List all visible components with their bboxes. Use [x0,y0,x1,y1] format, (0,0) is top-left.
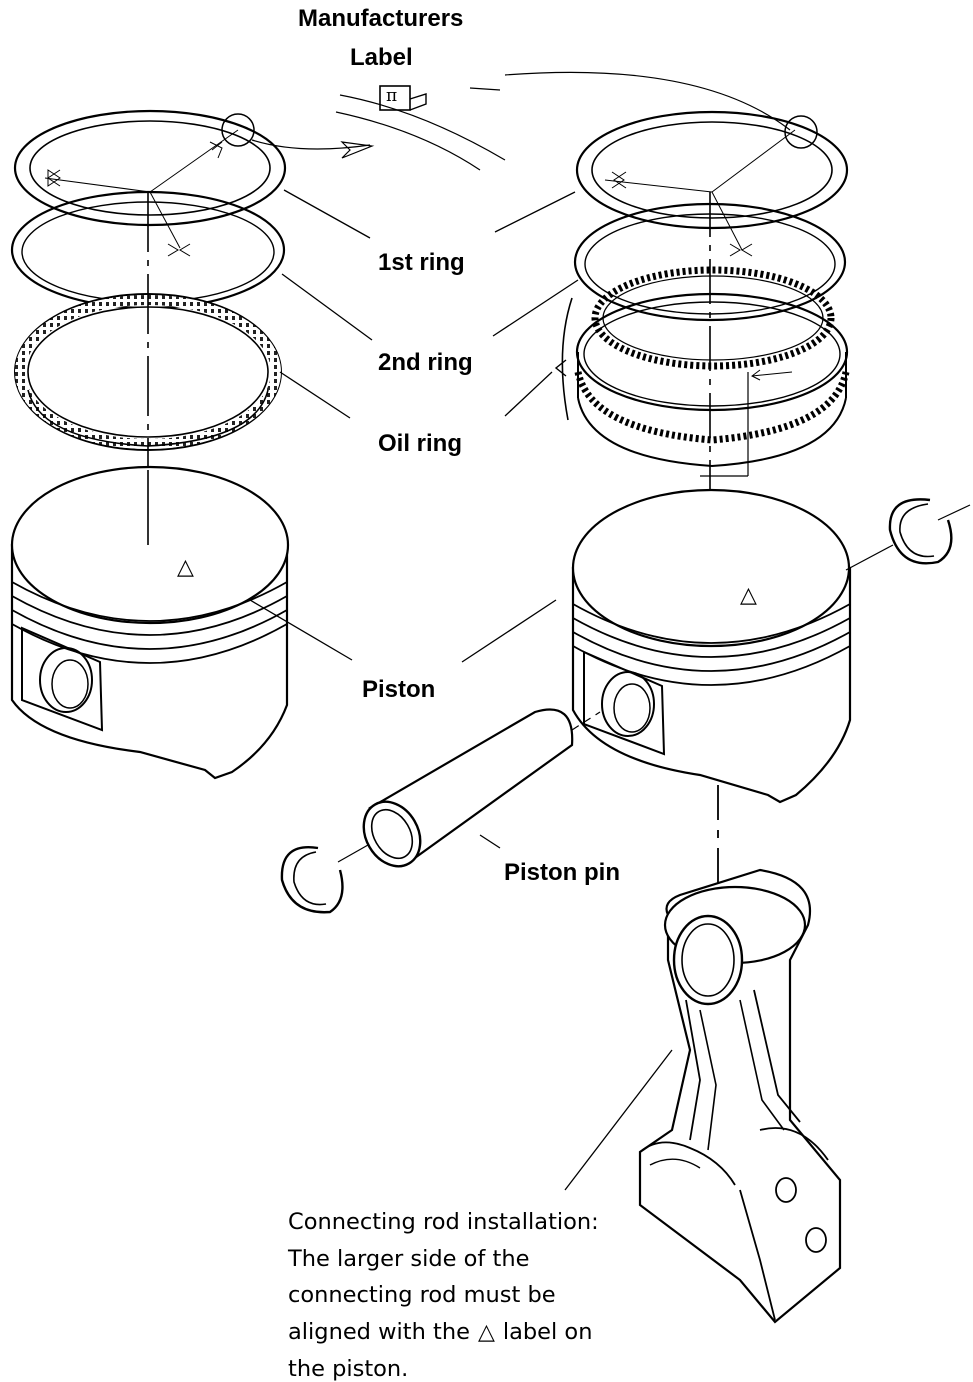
pi-mark: π [386,86,398,106]
note-line-3: connecting rod must be [288,1282,556,1308]
label-second-ring: 2nd ring [378,349,473,376]
right-gap-detail-circle [784,115,818,149]
label-piston: Piston [362,676,436,703]
left-first-ring [13,109,287,257]
note-line-4-pre: aligned with the [288,1318,470,1345]
left-retaining-clip [280,844,369,914]
note-line-5: the piston. [288,1356,409,1382]
left-piston [10,465,290,780]
piston-pin [362,708,601,868]
right-piston [571,488,852,804]
right-oil-ring [554,292,850,477]
right-oil-ring-expander [591,266,835,370]
label-manufacturers: Manufacturers [298,5,464,32]
left-gap-detail-circle [221,113,255,147]
right-piston-triangle-mark: △ [740,582,757,607]
note-triangle-mark: △ [477,1319,495,1345]
label-piston-pin: Piston pin [504,859,620,886]
installation-note: Connecting rod installation: The larger … [288,1204,668,1382]
right-retaining-clip [845,498,971,571]
left-piston-triangle-mark: △ [177,554,194,579]
note-line-4: aligned with the △ label on [288,1314,668,1352]
note-line-1: Connecting rod installation: [288,1209,599,1235]
label-label: Label [350,44,413,71]
label-first-ring: 1st ring [378,249,465,276]
manufacturers-label-callout [251,71,791,171]
note-line-2: The larger side of the [288,1245,530,1272]
right-first-ring [575,110,849,257]
leader-lines [249,189,673,1191]
note-line-4-post: label on [502,1318,593,1345]
label-oil-ring: Oil ring [378,430,462,457]
connecting-rod [638,868,842,1324]
